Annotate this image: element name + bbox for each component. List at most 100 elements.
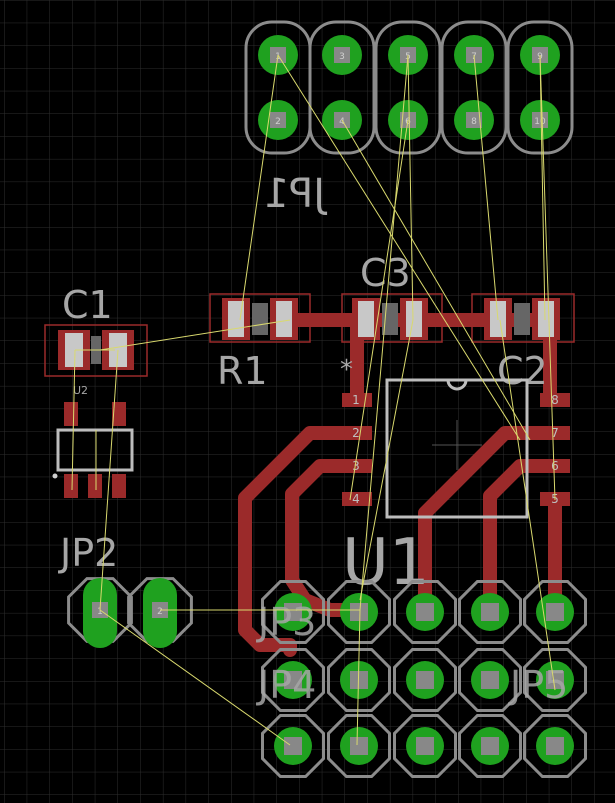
u1-pin-right[interactable]: 7 [540,426,570,440]
header-pin-outline [393,648,457,712]
jp1-column-outline [374,20,442,155]
jp1-pin-number: 2 [275,117,281,127]
header-pin[interactable] [261,714,325,778]
header-pin[interactable] [261,648,325,712]
airwires [71,54,556,746]
header-pin[interactable] [458,580,522,644]
u1-pin-left[interactable]: 2 [342,426,372,440]
header-pin[interactable] [458,714,522,778]
u2-outline [56,428,134,472]
trace-u1-pin6 [483,459,557,617]
jp2-pin[interactable]: 2 [127,577,193,648]
u1-outline [385,378,529,519]
jp1-pin[interactable]: 3 [322,35,362,75]
header-pin-outline [261,648,325,712]
header-pin-drill [481,737,499,755]
u2-pad-bot-3[interactable] [112,474,126,498]
u1-pin-left[interactable]: 4 [342,492,372,506]
jp1-pin[interactable]: 10 [520,100,560,140]
c2-label: C2 [497,349,548,393]
jp2-pin-number: 1 [97,607,103,617]
jp3-label: JP3 [256,600,316,644]
u2-pin1-dot [52,473,58,479]
u2-ic[interactable] [52,402,134,498]
u1-pin-pad [342,426,372,440]
r1-resistor[interactable] [209,293,311,343]
u2-pad-top-1[interactable] [64,402,78,426]
u1-pin-left[interactable]: 1 [342,393,372,407]
u2-pad-bot-2[interactable] [88,474,102,498]
u1-pin-number: 8 [551,393,559,407]
u1-pin-right[interactable]: 6 [540,459,570,473]
c2-pad-2-inner [538,301,554,337]
jp1-column-outline [308,20,376,155]
u1-pin-left[interactable]: 3 [342,459,372,473]
header-pin[interactable] [393,648,457,712]
u1-pin-right[interactable]: 8 [540,393,570,407]
u1-pin-number: 2 [352,426,360,440]
jp5-label: JP5 [508,663,568,707]
c3-outline [341,293,443,343]
header-pin[interactable] [458,648,522,712]
header-pin-outline [458,714,522,778]
u1-pin-number: 3 [352,459,360,473]
jp1-pin-drill [466,112,482,128]
header-pin[interactable] [393,714,457,778]
u1-pin-number: 6 [551,459,559,473]
header-pin-drill [416,603,434,621]
r1-outline [209,293,311,343]
header-pin[interactable] [393,580,457,644]
header-pin-outline [458,580,522,644]
header-pin[interactable] [523,714,587,778]
u1-ic[interactable] [385,378,529,519]
bottom-header-grid[interactable] [261,580,587,778]
jp1-pin-drill [270,112,286,128]
u1-origin-cross [432,420,482,470]
jp1-pin-number: 8 [471,117,477,127]
u1-pin-pad [342,459,372,473]
jp1-pin-drill [334,47,350,63]
header-pin-outline [393,714,457,778]
header-pin-outline [458,648,522,712]
header-pin-drill [350,671,368,689]
jp1-pin[interactable]: 8 [454,100,494,140]
jp1-pin-number: 10 [534,117,546,127]
pin1-marker: * [340,355,353,385]
r1-pad-2-inner [276,301,292,337]
c2-capacitor[interactable] [471,293,575,343]
jp2-label: JP2 [58,531,118,575]
header-pin-drill [416,737,434,755]
u1-pin-number: 1 [352,393,360,407]
header-pin-outline [261,580,325,644]
u1-pin-number: 4 [352,492,360,506]
header-pin[interactable] [327,714,391,778]
jp1-pin[interactable]: 2 [258,100,298,140]
header-pin-drill [284,603,302,621]
header-pin[interactable] [261,580,325,644]
header-pin[interactable] [523,580,587,644]
c2-outline [471,293,575,343]
jp2-pin[interactable]: 1 [67,577,133,648]
header-pin[interactable] [327,580,391,644]
header-pin-outline [327,714,391,778]
r1-label: R1 [217,349,268,393]
header-pin[interactable] [327,648,391,712]
u1-pin-number: 7 [551,426,559,440]
u2-pad-top-2[interactable] [112,402,126,426]
header-pin-outline [523,714,587,778]
u1-pin-pad [342,492,372,506]
u2-pad-bot-1[interactable] [64,474,78,498]
jp1-pin-number: 4 [339,117,345,127]
c3-label: C3 [360,251,411,295]
header-pin-drill [284,737,302,755]
c1-pad-1-inner [65,333,83,367]
jp2-pin-number: 2 [157,607,163,617]
u1-pin-pad [540,459,570,473]
u2-label: U2 [73,384,88,397]
header-pin[interactable] [523,648,587,712]
header-pin-drill [546,671,564,689]
header-pin-outline [327,648,391,712]
